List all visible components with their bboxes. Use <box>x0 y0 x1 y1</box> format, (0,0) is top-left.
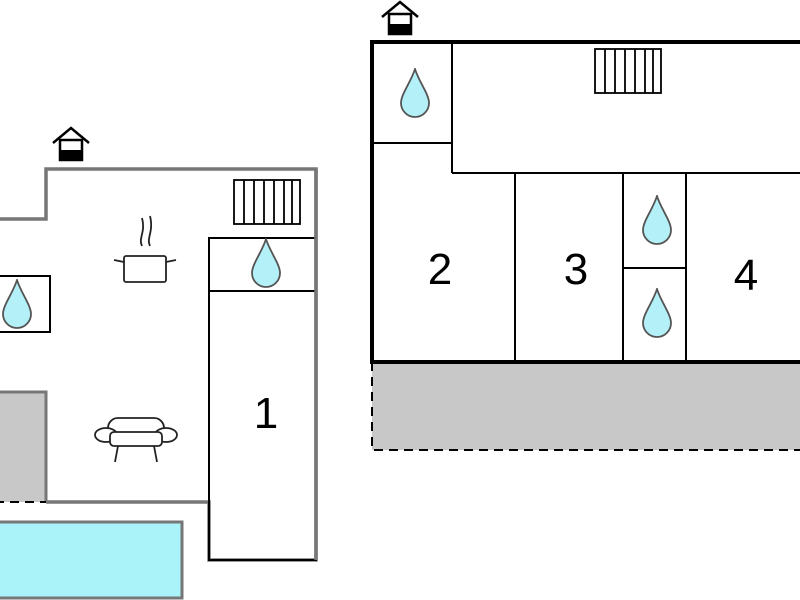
house-entrance-icon <box>380 0 420 36</box>
water-drop-icon <box>642 195 672 245</box>
sofa-icon <box>94 417 178 463</box>
left-outer-wall <box>0 167 318 562</box>
right-floor: 2 3 4 <box>370 0 800 451</box>
terrace-right <box>372 362 800 450</box>
water-drop-icon <box>642 288 672 338</box>
left-floor: 1 <box>0 126 318 600</box>
house-entrance-icon <box>51 126 91 162</box>
room-1-label: 1 <box>254 389 278 438</box>
room-4-label: 4 <box>734 251 758 300</box>
radiator-icon <box>594 48 662 94</box>
pool <box>0 520 184 600</box>
water-drop-icon <box>400 68 430 118</box>
right-outer-wall <box>370 40 800 364</box>
radiator-icon <box>233 179 301 225</box>
room-3-label: 3 <box>564 245 588 294</box>
room-2-label: 2 <box>428 245 452 294</box>
terrace-left <box>0 392 46 502</box>
cooking-pot-icon <box>113 215 177 283</box>
water-drop-icon <box>251 238 281 288</box>
